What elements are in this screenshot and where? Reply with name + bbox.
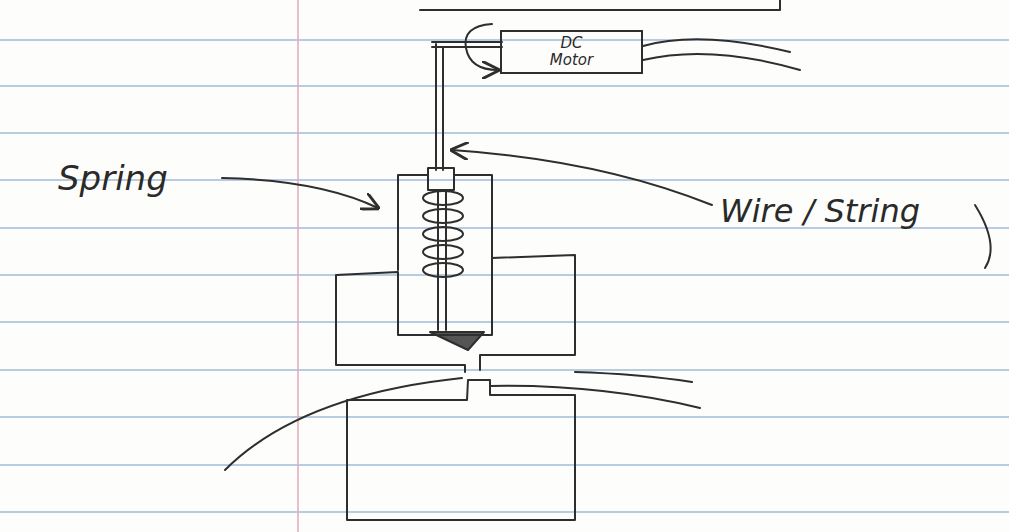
leader-arrow: [222, 178, 378, 208]
node-text: DC Motor: [542, 35, 602, 69]
rotation-arrow: [466, 24, 498, 70]
motor-box: DC Motor: [500, 30, 643, 74]
wire-string: [436, 44, 443, 170]
tube: [490, 386, 700, 408]
ruled-lines: [0, 40, 1009, 512]
plunger-stem: [438, 190, 446, 330]
valve-body: [336, 255, 575, 372]
part-label: Wire / String: [720, 192, 920, 230]
base-block: [347, 380, 575, 520]
motor-wire: [643, 54, 800, 70]
margin-line: [297, 0, 299, 532]
spring-coils: [423, 191, 463, 277]
leader-arrow: [452, 150, 712, 205]
top-box-edge: [420, 0, 780, 10]
tube: [575, 372, 692, 382]
underline-flourish: [975, 205, 991, 268]
part-label: Spring: [58, 158, 168, 198]
plunger-head: [428, 168, 454, 190]
motor-wire: [643, 39, 790, 52]
tube: [225, 378, 462, 470]
